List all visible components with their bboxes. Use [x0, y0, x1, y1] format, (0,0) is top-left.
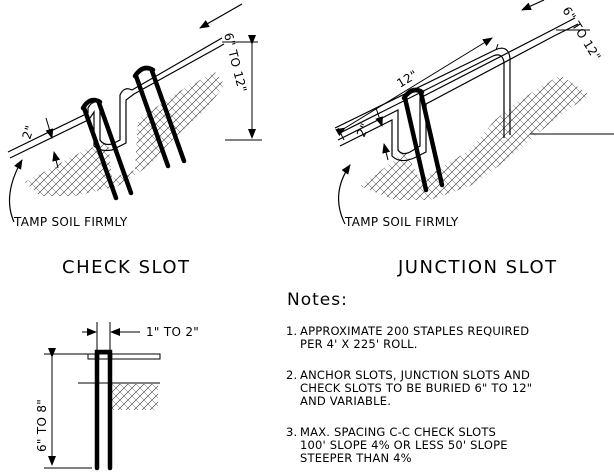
soil-hatch-2: [360, 75, 590, 200]
junction-depth-label: 6" TO 12": [559, 4, 603, 63]
note-2-line-2: CHECK SLOTS TO BE BURIED 6" TO 12": [300, 381, 532, 395]
overlap-label: 12": [394, 67, 420, 90]
overlap-dimension: [335, 37, 499, 141]
staple-width-dimension: [82, 322, 140, 352]
junction-tamp-arrow: [337, 164, 351, 225]
depth-top-label: 6" TO 12": [221, 31, 249, 94]
staple: [94, 349, 113, 471]
slope-direction-arrow-2: [521, 0, 545, 11]
staple-right: [132, 65, 187, 169]
note-3-number: 3.: [286, 425, 297, 439]
note-3-line-3: STEEPER THAN 4%: [300, 451, 412, 465]
check-slot-title: CHECK SLOT: [62, 257, 191, 278]
note-1-line-1: APPROXIMATE 200 STAPLES REQUIRED: [300, 324, 529, 338]
tamp-arrow: [8, 159, 23, 223]
junction-tamp-label: TAMP SOIL FIRMLY: [344, 215, 459, 229]
note-2-line-1: ANCHOR SLOTS, JUNCTION SLOTS AND: [300, 368, 530, 382]
upper-blanket: [334, 47, 511, 135]
notes-heading: Notes:: [287, 290, 348, 310]
note-1-line-2: PER 4' X 225' ROLL.: [300, 337, 418, 351]
staple-detail: 1" TO 2" 6" TO 8": [35, 322, 199, 471]
staple-length-dimension: [44, 348, 92, 469]
note-1-number: 1.: [286, 324, 297, 338]
staple-blanket: [87, 353, 161, 360]
soil-hatch: [25, 72, 225, 196]
junction-depth-dimension: [530, 29, 614, 135]
depth-dimension: [222, 35, 262, 141]
junction-slot-detail: 12" 6" TO 12" 2" TAMP SOIL FIRMLY JUNCTI…: [334, 0, 614, 278]
note-2-line-3: AND VARIABLE.: [300, 394, 391, 408]
note-3-line-2: 100' SLOPE 4% OR LESS 50' SLOPE: [300, 438, 508, 452]
junction-thickness-dimension: [375, 107, 391, 161]
junction-slot-title: JUNCTION SLOT: [397, 257, 558, 278]
junction-thickness-label: 2": [354, 121, 372, 139]
tamp-label: TAMP SOIL FIRMLY: [13, 215, 128, 229]
thickness-label: 2": [20, 124, 38, 141]
blanket-thickness-dimension: [45, 117, 61, 169]
lower-blanket: [337, 17, 576, 155]
note-2-number: 2.: [286, 368, 297, 382]
staple-length-label: 6" TO 8": [35, 399, 49, 452]
note-3-line-1: MAX. SPACING C-C CHECK SLOTS: [300, 425, 496, 439]
slope-direction-arrow: [199, 3, 243, 29]
erosion-blanket: [7, 37, 223, 153]
staple-left: [80, 97, 134, 201]
check-slot-detail: 6" TO 12" 2" TAMP SOIL FIRMLY CHECK SLOT: [7, 3, 262, 278]
staple-ground-hatch: [110, 384, 158, 410]
staple-width-label: 1" TO 2": [146, 325, 199, 339]
notes: Notes: 1. APPROXIMATE 200 STAPLES REQUIR…: [286, 290, 532, 465]
